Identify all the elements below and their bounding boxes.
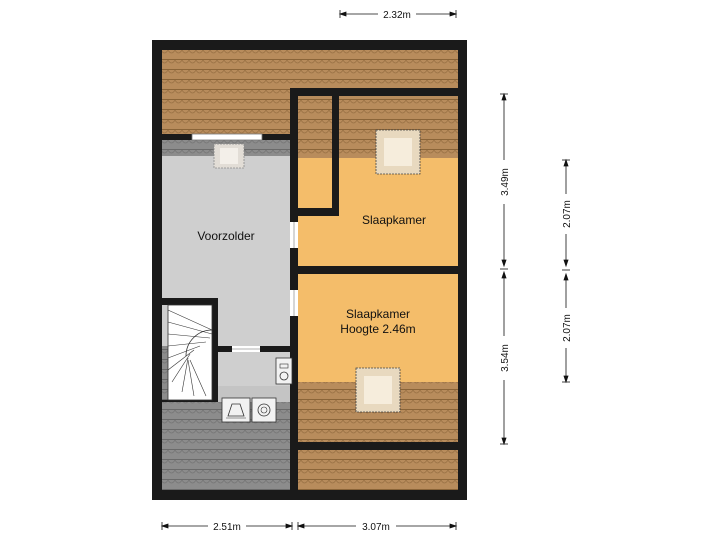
dimension-top [338, 10, 458, 18]
boiler-icon [275, 357, 293, 385]
dimension-label-bottom-left: 2.51m [213, 522, 241, 533]
dimension-right [500, 92, 508, 446]
grey-roof-stair-side [162, 300, 168, 400]
slaapkamer-2-floor [298, 274, 458, 382]
window-top [191, 133, 263, 141]
skylight-voorzolder [213, 143, 245, 169]
dimension-far-right [562, 158, 570, 384]
wall-bottom-bedroom [298, 442, 458, 450]
dimension-label-right-upper: 3.49m [500, 168, 511, 196]
dimension-bottom-right [296, 522, 458, 530]
dimension-label-far-right-lower: 2.07m [562, 314, 573, 342]
dimension-label-bottom-right: 3.07m [362, 522, 390, 533]
room-label-slaapkamer-2: Slaapkamer [346, 307, 410, 321]
dimension-label-far-right-upper: 2.07m [562, 200, 573, 228]
wall-top-right [290, 88, 458, 96]
room-label-slaapkamer-1: Slaapkamer [362, 213, 426, 227]
dimension-bottom-left [160, 522, 294, 530]
room-label-voorzolder: Voorzolder [197, 229, 254, 243]
wall-between-bedrooms [298, 266, 458, 274]
skylight-slaapkamer-1 [375, 129, 421, 175]
dryer-icon [221, 397, 251, 423]
dimension-label-top: 2.32m [383, 10, 411, 21]
roof-bottom-strip [298, 450, 458, 490]
wall-alcove-bottom [298, 208, 339, 216]
skylight-slaapkamer-2 [355, 367, 401, 413]
wall-alcove-right [332, 96, 339, 216]
dimension-label-right-lower: 3.54m [500, 344, 511, 372]
room-label-slaapkamer-2-height: Hoogte 2.46m [340, 322, 415, 336]
staircase [167, 304, 213, 401]
washing-machine-icon [251, 397, 277, 423]
wall-stair-top [162, 298, 216, 305]
